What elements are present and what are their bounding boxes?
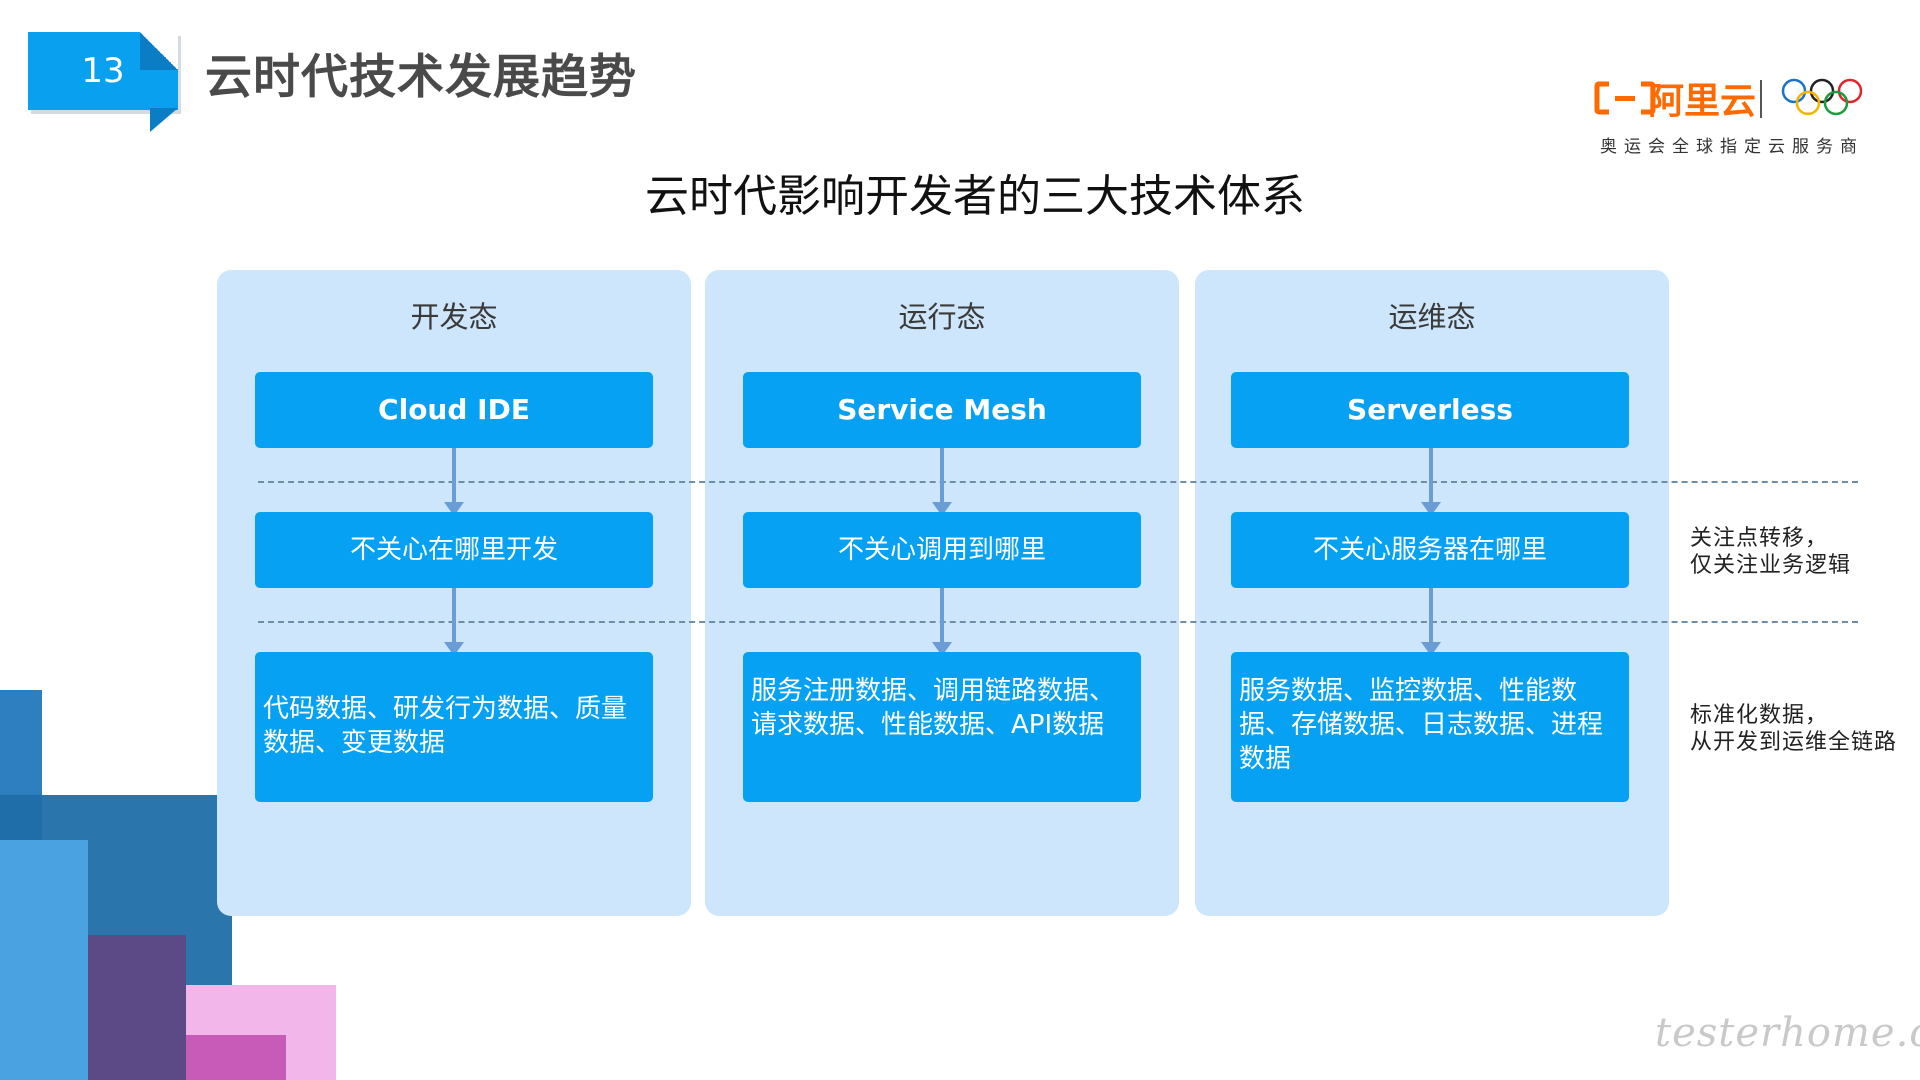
column-title: 运维态 bbox=[1388, 300, 1476, 334]
side-note-line: 从开发到运维全链路 bbox=[1690, 730, 1898, 755]
decor-square-3 bbox=[0, 840, 88, 1080]
slide-number-tail bbox=[150, 108, 178, 132]
tech-box-service-mesh: Service Mesh bbox=[743, 372, 1141, 448]
tech-box-serverless: Serverless bbox=[1231, 372, 1629, 448]
column-title: 运行态 bbox=[898, 300, 986, 334]
brand-tagline: 奥运会全球指定云服务商 bbox=[1600, 137, 1864, 157]
arrow-line bbox=[940, 588, 944, 644]
data-box: 服务注册数据、调用链路数据、请求数据、性能数据、API数据 bbox=[743, 652, 1141, 802]
concern-box: 不关心调用到哪里 bbox=[743, 512, 1141, 588]
data-box: 服务数据、监控数据、性能数据、存储数据、日志数据、进程数据 bbox=[1231, 652, 1629, 802]
dashed-separator-1 bbox=[258, 481, 1858, 483]
olympic-rings-icon bbox=[1781, 78, 1863, 116]
alibaba-cloud-logo-icon bbox=[1594, 81, 1656, 115]
side-note-shift: 关注点转移， 仅关注业务逻辑 bbox=[1690, 525, 1851, 579]
concern-box: 不关心在哪里开发 bbox=[255, 512, 653, 588]
side-note-line: 关注点转移， bbox=[1690, 526, 1829, 551]
decor-square-4 bbox=[88, 935, 186, 1080]
column-title: 开发态 bbox=[410, 300, 498, 334]
arrow-line bbox=[1429, 448, 1433, 504]
brand-name: 阿里云 bbox=[1648, 81, 1757, 122]
side-note-line: 仅关注业务逻辑 bbox=[1690, 553, 1852, 578]
tech-box-cloud-ide: Cloud IDE bbox=[255, 372, 653, 448]
brand-divider bbox=[1760, 80, 1762, 118]
watermark: testerhome.com bbox=[1655, 1010, 1920, 1056]
arrow-line bbox=[452, 448, 456, 504]
dashed-separator-2 bbox=[258, 621, 1858, 623]
slide-number-fold bbox=[140, 32, 178, 70]
arrow-line bbox=[452, 588, 456, 644]
data-box: 代码数据、研发行为数据、质量数据、变更数据 bbox=[255, 652, 653, 802]
arrow-line bbox=[940, 448, 944, 504]
decor-square-6 bbox=[186, 1035, 286, 1080]
diagram-title: 云时代影响开发者的三大技术体系 bbox=[645, 171, 1305, 222]
slide-number: 13 bbox=[81, 51, 125, 91]
concern-box: 不关心服务器在哪里 bbox=[1231, 512, 1629, 588]
slide-title: 云时代技术发展趋势 bbox=[205, 50, 637, 105]
arrow-line bbox=[1429, 588, 1433, 644]
side-note-standard: 标准化数据， 从开发到运维全链路 bbox=[1690, 702, 1897, 756]
side-note-line: 标准化数据， bbox=[1690, 703, 1829, 728]
